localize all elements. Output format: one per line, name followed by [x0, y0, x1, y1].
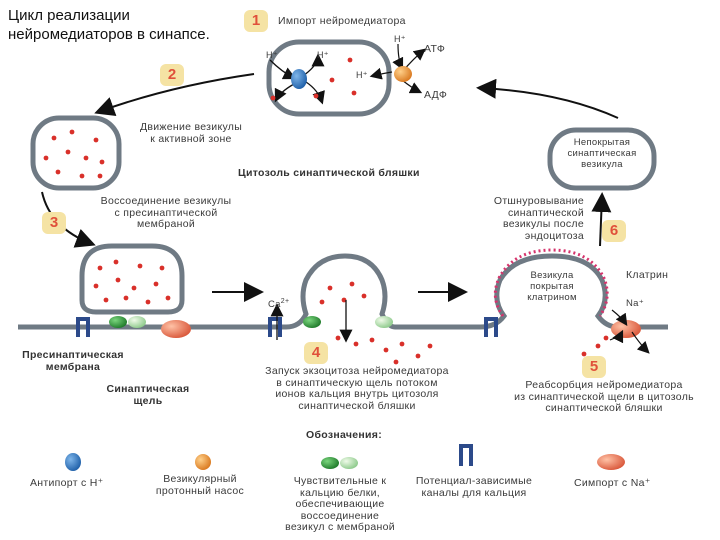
calcium-channel-3 [484, 317, 498, 337]
vesicle-docking [79, 243, 185, 315]
step-6-line-3: везикулы после [502, 218, 584, 230]
uncoated-line-3: везикула [581, 159, 623, 170]
calcium-channel-2 [268, 317, 282, 337]
symporter-2 [611, 320, 641, 338]
uncoated-line-2: синаптическая [567, 148, 637, 159]
coated-line-3: клатрином [527, 292, 577, 303]
step-4-line-1: Запуск экзоцитоза нейромедиатора [265, 365, 449, 377]
legend-channels-line-1: Потенциал-зависимые [415, 475, 533, 487]
step-4-badge: 4 [304, 342, 328, 364]
title-line-2: нейромедиаторов в синапсе. [8, 26, 210, 43]
calcium-protein-dark [109, 316, 127, 328]
symporter-1 [161, 320, 191, 338]
step-2-label: Движение везикулы к активной зоне [126, 121, 256, 145]
na-plus-label: Na⁺ [626, 298, 645, 309]
calcium-label: Ca2+ [268, 296, 289, 311]
adp-label: АДФ [424, 89, 448, 101]
h-plus-label-3: H⁺ [356, 70, 368, 80]
calcium-protein-light [128, 316, 146, 328]
step-4-line-3: ионов кальция внутрь цитозоля [275, 388, 439, 400]
presyn-line-2: мембрана [45, 360, 101, 373]
calcium-charge: 2+ [280, 298, 290, 305]
vesicle-import [266, 39, 426, 117]
step-5-label: Реабсорбция нейромедиатора из синаптичес… [494, 379, 714, 415]
step-6-badge: 6 [602, 220, 626, 242]
uncoated-vesicle-label: Непокрытая синаптическая везикула [552, 137, 652, 170]
legend-proteins: Чувствительные к кальцию белки, обеспечи… [272, 475, 408, 534]
vesicle-exocytosis [285, 253, 433, 365]
diagram-title: Цикл реализации нейромедиаторов в синапс… [8, 6, 210, 44]
step-3-badge: 3 [42, 212, 66, 234]
step-5-badge: 5 [582, 356, 606, 378]
legend-pump-line-1: Везикулярный [163, 473, 237, 485]
proton-pump [394, 66, 412, 82]
step-6-line-4: эндоцитоза [524, 229, 584, 242]
calcium-channel-1 [76, 317, 90, 337]
vesicle-uncoated [547, 127, 657, 191]
step-4-label: Запуск экзоцитоза нейромедиатора в синап… [252, 365, 462, 412]
step-3-label: Воссоединение везикулы с пресинаптическо… [86, 195, 246, 231]
cleft-line-1: Синаптическая [106, 383, 190, 395]
step-4-line-4: синаптической бляшки [298, 399, 416, 412]
legend-proteins-line-1: Чувствительные к [293, 475, 387, 487]
h-plus-label-1: H⁺ [266, 50, 278, 60]
uncoated-line-1: Непокрытая [573, 137, 631, 148]
step-3-line-3: мембраной [136, 218, 196, 230]
step-6-label: Отшнуровывание синаптической везикулы по… [464, 195, 584, 242]
step-1-badge: 1 [244, 10, 268, 32]
legend-channels: Потенциал-зависимые каналы для кальция [404, 475, 544, 499]
h-plus-label-2: H⁺ [317, 50, 329, 60]
step-5-line-1: Реабсорбция нейромедиатора [525, 379, 683, 391]
legend-pump: Везикулярный протонный насос [140, 473, 260, 497]
legend-channels-line-2: каналы для кальция [421, 486, 527, 499]
step-2-line-1: Движение везикулы [139, 121, 243, 133]
step-6-line-1: Отшнуровывание [493, 195, 584, 207]
coated-vesicle-label: Везикула покрытая клатрином [510, 270, 594, 303]
legend-proteins-line-2: кальцию белки, [299, 486, 381, 499]
calcium-symbol: Ca [268, 299, 281, 311]
title-line-1: Цикл реализации [8, 7, 130, 24]
cytosol-label: Цитозоль синаптической бляшки [238, 167, 420, 179]
legend-icons [65, 444, 625, 471]
legend-antiport: Антипорт с H⁺ [30, 477, 104, 489]
step-3-line-2: с пресинаптической [114, 206, 218, 219]
legend-proteins-line-5: везикул с мембраной [285, 521, 395, 533]
step-3-line-1: Воссоединение везикулы [100, 195, 232, 207]
antiport-protein [291, 69, 307, 89]
legend-proteins-line-4: воссоединение [300, 509, 380, 522]
presyn-line-1: Пресинаптическая [22, 349, 124, 361]
legend-heading: Обозначения: [306, 429, 383, 441]
step-6-line-2: синаптической [508, 206, 584, 219]
clathrin-label: Клатрин [626, 269, 669, 281]
legend-pump-line-2: протонный насос [155, 484, 245, 497]
legend-symport: Симпорт с Na⁺ [574, 477, 651, 489]
step-5-line-3: синаптической бляшки [545, 402, 663, 414]
step-4-line-2: в синаптическую щель потоком [276, 376, 438, 389]
step-5-line-2: из синаптической щели в цитозоль [514, 390, 694, 403]
coated-line-1: Везикула [530, 270, 574, 281]
legend-proteins-line-3: обеспечивающие [295, 498, 385, 510]
step-2-badge: 2 [160, 64, 184, 86]
synaptic-cleft-label: Синаптическая щель [106, 383, 190, 407]
cleft-line-2: щель [133, 394, 163, 407]
h-plus-label-4: H⁺ [394, 34, 406, 44]
vesicle-clathrin [479, 248, 619, 330]
step-2-line-2: к активной зоне [150, 132, 232, 145]
step-1-label: Импорт нейромедиатора [278, 15, 406, 27]
presynaptic-membrane-label: Пресинаптическая мембрана [18, 349, 128, 373]
atp-label: АТФ [424, 43, 446, 55]
vesicle-moving [30, 115, 122, 191]
coated-line-2: покрытая [530, 281, 574, 292]
